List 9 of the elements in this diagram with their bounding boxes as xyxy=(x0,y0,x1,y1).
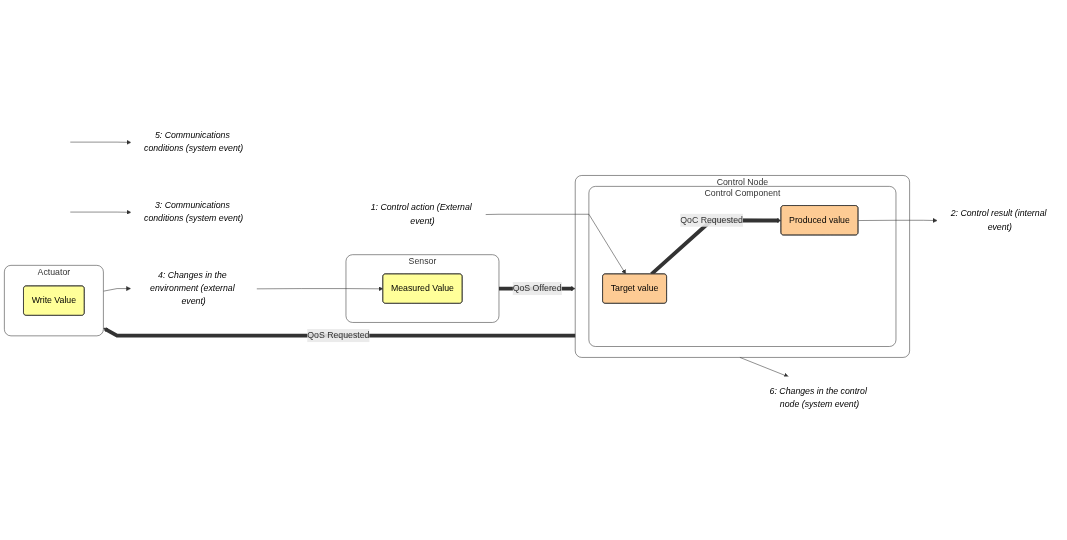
node-text: 1: Control action (External event) xyxy=(370,202,472,226)
edge-label: QoS Offered xyxy=(512,283,562,293)
node-text: 3: Communications conditions (system event) xyxy=(144,200,244,223)
node-text: 2: Control result (internal event) xyxy=(950,208,1047,232)
node-text: 5: Communications conditions (system event) xyxy=(144,130,244,154)
node-text: 4: Changes in the environment (external event) xyxy=(150,270,235,307)
edge-label: QoC Requested xyxy=(680,215,743,225)
edge-label: QoS Requested xyxy=(307,330,370,340)
node-text: 6: Changes in the control node (system event) xyxy=(769,386,867,409)
